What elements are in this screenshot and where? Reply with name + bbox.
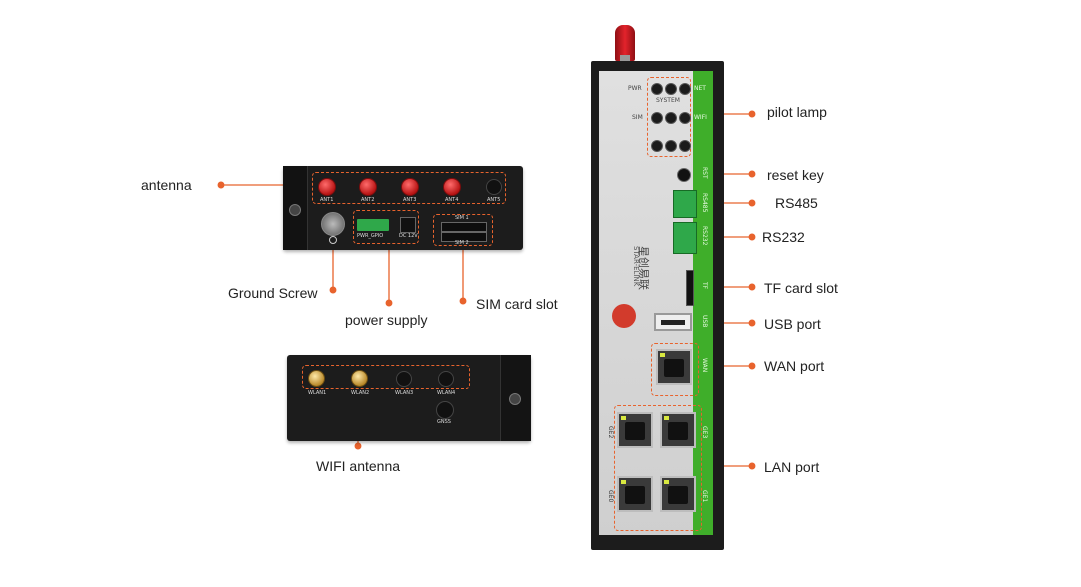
lan-highlight <box>614 405 702 531</box>
rs485-terminal-icon <box>673 190 697 218</box>
wan-port-label: WAN port <box>764 358 825 374</box>
ant1-connector <box>318 178 336 196</box>
lte-antenna-icon <box>615 25 635 61</box>
gnss-label: GNSS <box>437 419 451 425</box>
screw-icon <box>289 204 301 216</box>
wan-highlight <box>651 343 699 396</box>
ant4-label: ANT4 <box>445 197 459 203</box>
net-lamp <box>679 83 691 95</box>
sim-label: SIM <box>632 114 643 121</box>
power-terminal-icon <box>357 219 389 231</box>
rs485-panel-label: RS485 <box>701 193 708 213</box>
pwr-lamp <box>651 83 663 95</box>
pwr-gpio-label: PWR_GPIO <box>357 233 384 239</box>
ge1-label: GE1 <box>701 490 708 503</box>
ant5-connector <box>486 179 502 195</box>
tf-card-slot[interactable] <box>686 270 694 306</box>
wlan4-label: WLAN4 <box>437 390 456 396</box>
usb-port-label: USB port <box>764 316 821 332</box>
wlan2-connector <box>351 370 368 387</box>
rs485-label: RS485 <box>775 195 818 211</box>
signal-lamp-2 <box>665 140 677 152</box>
ge0-port[interactable] <box>617 476 653 512</box>
lan-port-label: LAN port <box>764 459 820 475</box>
ge1-port[interactable] <box>660 476 696 512</box>
ant2-connector <box>359 178 377 196</box>
rs232-panel-label: RS232 <box>701 226 708 246</box>
ge2-label: GE2 <box>607 426 614 439</box>
rst-label: RST <box>701 167 708 179</box>
ant2-label: ANT2 <box>361 197 375 203</box>
ge0-label: GE0 <box>607 490 614 503</box>
wlan4-connector <box>438 371 454 387</box>
ground-symbol-icon <box>329 236 337 244</box>
power-highlight <box>353 210 419 244</box>
ant3-connector <box>401 178 419 196</box>
system-lamp <box>665 83 677 95</box>
sim1-slot <box>441 222 487 232</box>
reset-key-label: reset key <box>767 167 824 183</box>
ge2-port[interactable] <box>617 412 653 448</box>
wlan2-label: WLAN2 <box>351 390 370 396</box>
tf-label: TF <box>701 282 708 290</box>
wifi-label: WIFI <box>694 114 707 121</box>
sim-lamp <box>651 112 663 124</box>
wlan3-label: WLAN3 <box>395 390 414 396</box>
signal-lamp-3 <box>679 140 691 152</box>
rs232-terminal-icon <box>673 222 697 254</box>
gnss-connector <box>436 401 454 419</box>
brand-logo-icon <box>612 304 636 328</box>
antenna-label: antenna <box>141 177 192 193</box>
wifi-antenna-label: WIFI antenna <box>316 458 401 474</box>
ant4-connector <box>443 178 461 196</box>
dc-jack-icon <box>400 217 416 233</box>
bottom-panel <box>287 355 531 441</box>
reset-key-button[interactable] <box>677 168 691 182</box>
wifi-antenna-highlight <box>302 365 470 389</box>
ground-screw-label: Ground Screw <box>228 285 318 301</box>
antenna-base-icon <box>620 55 630 63</box>
ge3-port[interactable] <box>660 412 696 448</box>
antenna-highlight <box>312 172 506 204</box>
dc-12v-label: DC 12V <box>399 233 418 239</box>
sim1-label: SIM 1 <box>455 215 469 221</box>
sim2-slot <box>441 232 487 242</box>
ant5-label: ANT5 <box>487 197 501 203</box>
ge3-label: GE3 <box>701 426 708 439</box>
power-supply-label: power supply <box>345 312 428 328</box>
brand-name-en: STAR-ELINK <box>632 246 640 287</box>
sim-card-slot-label: SIM card slot <box>476 296 558 312</box>
pwr-label: PWR <box>628 85 642 92</box>
sim2-lamp <box>665 112 677 124</box>
pilot-lamp-label: pilot lamp <box>767 104 827 120</box>
system-label: SYSTEM <box>656 97 680 104</box>
usb-label: USB <box>701 315 708 328</box>
wan-label: WAN <box>701 358 708 373</box>
ant3-label: ANT3 <box>403 197 417 203</box>
tf-card-slot-label: TF card slot <box>764 280 838 296</box>
rs232-label: RS232 <box>762 229 805 245</box>
screw-icon <box>509 393 521 405</box>
green-label-strip <box>693 71 713 535</box>
wan-port[interactable] <box>656 349 692 385</box>
wlan1-label: WLAN1 <box>308 390 327 396</box>
wlan1-connector <box>308 370 325 387</box>
wlan3-connector <box>396 371 412 387</box>
ant1-label: ANT1 <box>320 197 334 203</box>
ground-screw-icon <box>321 212 345 236</box>
net-label: NET <box>694 85 706 92</box>
wifi-lamp <box>679 112 691 124</box>
usb-port[interactable] <box>654 313 692 331</box>
sim-highlight <box>433 214 493 246</box>
usb-port-inner <box>661 320 685 325</box>
sim2-label: SIM 2 <box>455 240 469 246</box>
signal-lamp-1 <box>651 140 663 152</box>
